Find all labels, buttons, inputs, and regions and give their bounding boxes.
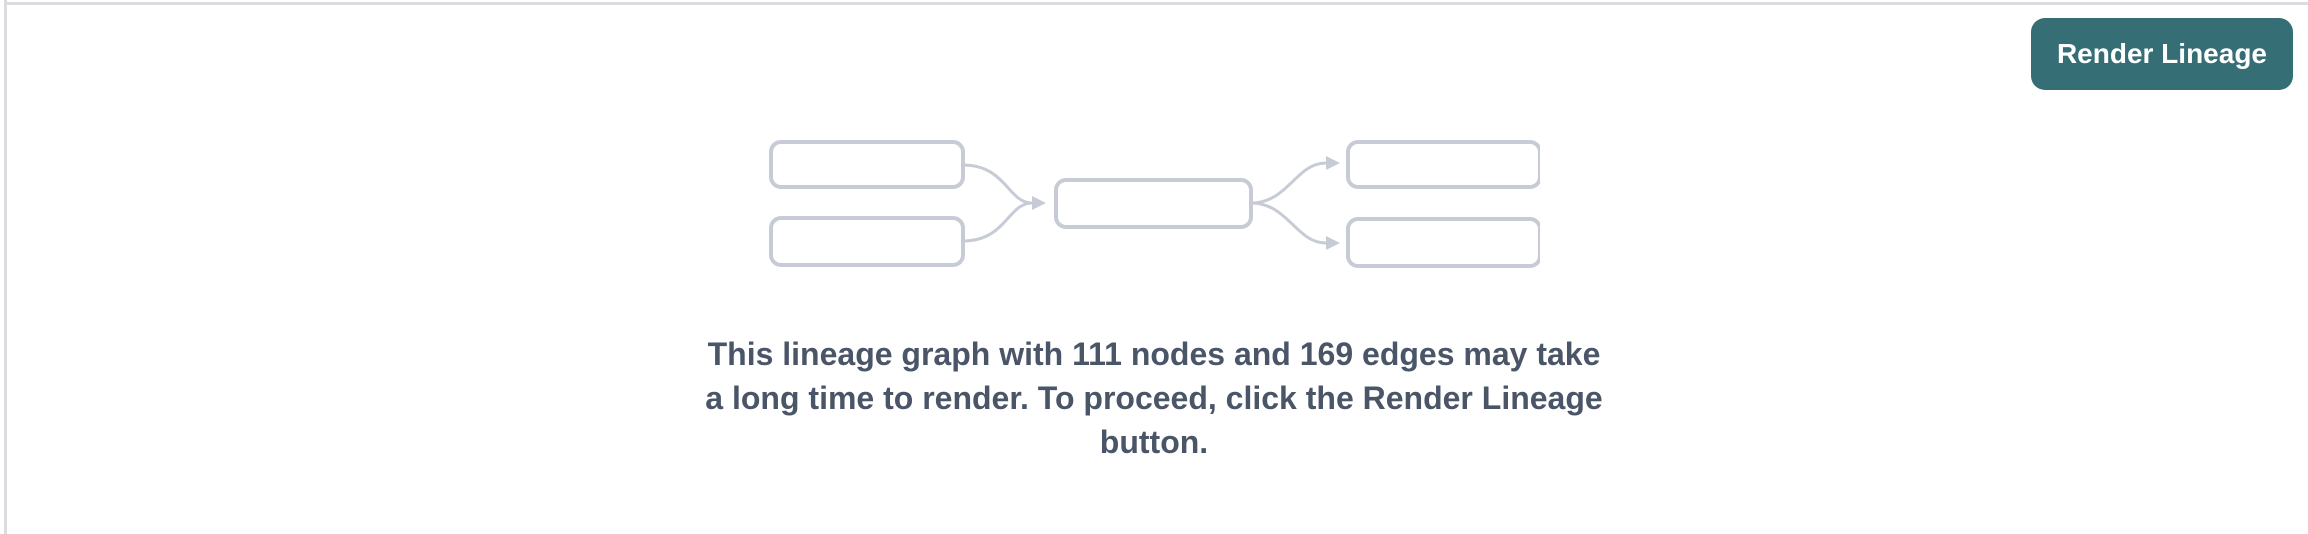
- lineage-graph-illustration: [769, 140, 1540, 268]
- arrowhead-into-middle-icon: [1032, 196, 1046, 210]
- message-line: a long time to render. To proceed, click…: [705, 380, 1603, 416]
- panel-left-divider: [4, 0, 7, 534]
- edge-source-top-to-middle: [962, 163, 1033, 205]
- edge-middle-to-target-bottom: [1250, 201, 1327, 245]
- lineage-warning-message: This lineage graph with 111 nodes and 16…: [705, 332, 1602, 464]
- arrowhead-target-top-icon: [1326, 156, 1340, 170]
- arrowhead-target-bottom-icon: [1326, 236, 1340, 250]
- placeholder-node-source-bottom: [769, 216, 965, 267]
- message-line: button.: [1099, 424, 1209, 460]
- placeholder-node-middle: [1054, 178, 1253, 229]
- placeholder-node-target-top: [1346, 140, 1540, 189]
- message-line: This lineage graph with 111 nodes and 16…: [707, 336, 1601, 372]
- lineage-placeholder: This lineage graph with 111 nodes and 16…: [0, 140, 2308, 464]
- render-lineage-button[interactable]: Render Lineage: [2030, 18, 2293, 90]
- placeholder-node-source-top: [769, 140, 965, 189]
- panel-top-divider: [6, 2, 2308, 5]
- edge-middle-to-target-top: [1250, 161, 1327, 205]
- placeholder-node-target-bottom: [1346, 217, 1540, 268]
- edge-source-bottom-to-middle: [962, 201, 1033, 243]
